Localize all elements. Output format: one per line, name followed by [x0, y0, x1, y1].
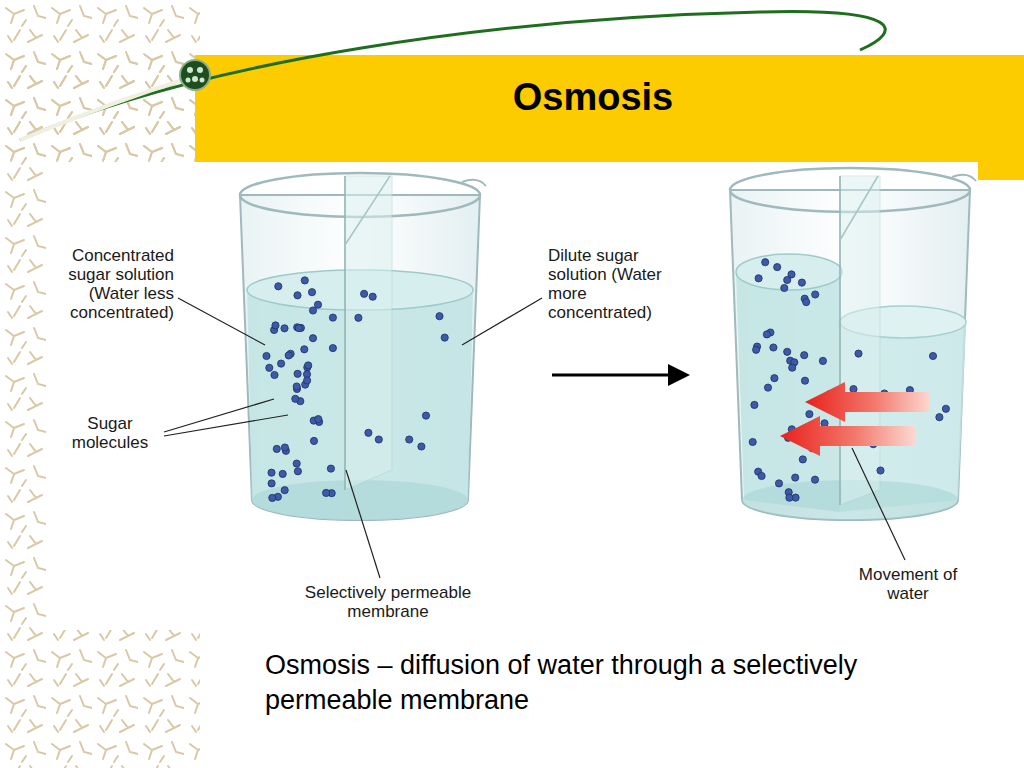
sugar-molecule: [294, 292, 301, 299]
sugar-molecule: [774, 264, 781, 271]
sugar-molecule: [275, 283, 282, 290]
sugar-molecule: [801, 352, 808, 359]
sugar-molecule: [281, 325, 288, 332]
leader-lines: [164, 298, 905, 578]
sugar-molecule: [792, 474, 799, 481]
sugar-molecule: [361, 290, 368, 297]
sugar-molecule: [293, 460, 300, 467]
sugar-molecule: [806, 411, 813, 418]
sugar-molecule: [301, 277, 308, 284]
sugar-molecule: [295, 325, 302, 332]
solution-label: Concentrated sugar solution (Water less …: [38, 246, 174, 322]
molecule-label: Sugar molecules: [58, 414, 162, 452]
sugar-molecule: [406, 436, 413, 443]
process-arrow: [552, 374, 670, 377]
flow-label: Movement of water: [856, 565, 960, 603]
sugar-molecule: [308, 289, 315, 296]
content-panel: [50, 162, 978, 768]
sugar-molecule: [281, 444, 288, 451]
sugar-molecule: [786, 494, 793, 501]
sugar-molecule: [285, 352, 292, 359]
sugar-molecule: [751, 401, 758, 408]
slide-title: Osmosis: [420, 76, 766, 119]
sugar-molecule: [758, 472, 765, 479]
sugar-molecule: [314, 301, 321, 308]
caption: Osmosis – diffusion of water through a s…: [265, 648, 905, 718]
sugar-molecule: [269, 494, 276, 501]
sugar-molecule: [305, 362, 312, 369]
sugar-molecule: [375, 436, 382, 443]
sugar-molecule: [819, 357, 826, 364]
sugar-molecule: [293, 383, 300, 390]
sugar-molecule: [801, 377, 808, 384]
water-arrow: [805, 382, 930, 422]
sugar-molecule: [936, 414, 943, 421]
sugar-molecule: [811, 476, 818, 483]
sugar-molecule: [369, 293, 376, 300]
sugar-molecule: [850, 386, 857, 393]
sugar-molecule: [278, 360, 285, 367]
sugar-molecule: [942, 405, 949, 412]
sugar-molecule: [292, 395, 299, 402]
molecule-badge: [180, 60, 210, 90]
sugar-molecule: [441, 334, 448, 341]
sugar-molecule: [753, 346, 760, 353]
beaker-left: [240, 173, 486, 520]
sugar-molecule: [798, 279, 805, 286]
sugar-molecule: [784, 276, 791, 283]
sugar-molecule: [301, 346, 308, 353]
header-band: [195, 55, 1024, 180]
sugar-molecule: [268, 480, 275, 487]
sugar-molecule: [272, 322, 279, 329]
sugar-molecule: [310, 437, 317, 444]
sugar-molecule: [422, 412, 429, 419]
sugar-molecule: [281, 487, 288, 494]
sugar-molecule: [812, 291, 819, 298]
sugar-molecule: [929, 352, 936, 359]
sugar-molecule: [329, 345, 336, 352]
sugar-molecule: [329, 314, 336, 321]
sugar-molecule: [436, 313, 443, 320]
sugar-molecule: [271, 371, 278, 378]
sugar-molecule: [355, 314, 362, 321]
sugar-molecule: [764, 384, 771, 391]
membrane-label: Selectively permeable membrane: [283, 583, 493, 621]
sugar-molecule: [784, 348, 791, 355]
sugar-molecule: [418, 443, 425, 450]
sugar-molecule: [365, 429, 372, 436]
sugar-molecule: [327, 465, 334, 472]
sugar-molecule: [309, 307, 316, 314]
sugar-molecule: [304, 377, 311, 384]
sugar-molecule: [323, 489, 330, 496]
sugar-molecule: [268, 469, 275, 476]
sugar-molecule: [279, 470, 286, 477]
sugar-molecule: [755, 275, 762, 282]
sugar-molecule: [803, 299, 810, 306]
sugar-molecule: [749, 438, 756, 445]
sugar-molecule: [799, 456, 806, 463]
sugar-molecule: [294, 370, 301, 377]
sugar-molecule: [855, 350, 862, 357]
sugar-molecule: [775, 480, 782, 487]
solution-label: Dilute sugar solution (Water more concen…: [548, 246, 672, 322]
sugar-molecule: [877, 467, 884, 474]
beaker-right: [730, 168, 976, 520]
swoosh-line: [20, 12, 885, 140]
sugar-molecule: [315, 416, 322, 423]
water-arrow: [780, 416, 915, 456]
sugar-molecule: [263, 352, 270, 359]
sugar-molecule: [771, 375, 778, 382]
sugar-molecule: [781, 284, 788, 291]
sugar-molecule: [763, 331, 770, 338]
sugar-molecule: [294, 468, 301, 475]
sugar-molecule: [770, 344, 777, 351]
sugar-molecule: [273, 445, 280, 452]
sugar-molecule: [789, 364, 796, 371]
sugar-molecule: [762, 259, 769, 266]
sugar-molecule: [309, 335, 316, 342]
sugar-molecule: [266, 364, 273, 371]
sugar-molecule: [821, 420, 828, 427]
